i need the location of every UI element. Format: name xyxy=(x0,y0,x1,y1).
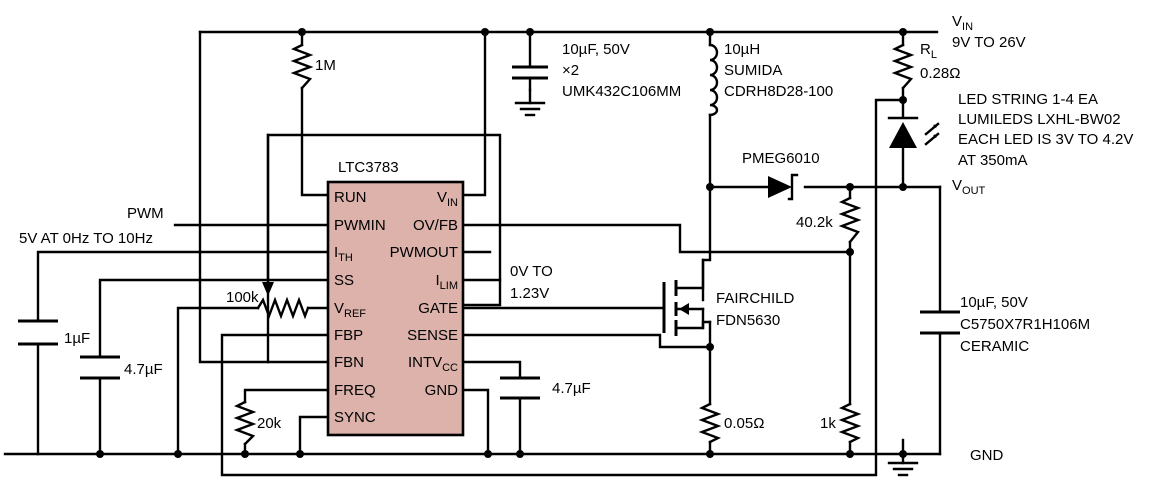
inductor xyxy=(708,43,719,117)
label-vin-range: 9V TO 26V xyxy=(952,34,1026,51)
label-1uf: 1µF xyxy=(64,330,90,347)
label-gnd: GND xyxy=(970,447,1004,464)
label-rl-value: 0.28Ω xyxy=(920,65,960,82)
led-symbol xyxy=(887,116,940,148)
resistor-rl xyxy=(891,43,915,90)
capacitor-4-7uf-intvcc xyxy=(500,376,540,400)
ic-pins-right: VIN OV/FB PWMOUT ILIM GATE SENSE INTVCC GND xyxy=(390,189,458,399)
ic-pin-right-2: PWMOUT xyxy=(390,244,458,261)
ic-pin-right-0: VIN xyxy=(437,189,458,209)
ic-pins-left: RUN PWMIN ITH SS VREF FBP FBN FREQ SYNC xyxy=(334,189,386,426)
potentiometer-100k xyxy=(256,133,310,320)
input-capacitor xyxy=(512,65,548,92)
label-40-2k: 40.2k xyxy=(796,214,833,231)
label-diode: PMEG6010 xyxy=(742,150,820,167)
output-capacitor xyxy=(920,310,960,335)
label-pwm-spec: 5V AT 0Hz TO 10Hz xyxy=(19,230,153,247)
label-led-1: LED STRING 1-4 EA xyxy=(958,91,1098,108)
label-vout: VOUT xyxy=(952,177,986,197)
capacitor-1uf xyxy=(18,319,58,346)
label-cout-1: 10µF, 50V xyxy=(960,294,1028,311)
label-1k: 1k xyxy=(820,415,836,432)
ic-pin-right-7: GND xyxy=(425,382,459,399)
ic-pin-left-1: PWMIN xyxy=(334,217,386,234)
label-0-05-ohm: 0.05Ω xyxy=(724,415,764,432)
label-cin-2: ×2 xyxy=(562,62,579,79)
label-inductor-1: 10µH xyxy=(724,41,760,58)
label-inductor-3: CDRH8D28-100 xyxy=(724,83,833,100)
ic-pin-left-0: RUN xyxy=(334,189,367,206)
ic-body xyxy=(326,180,465,437)
label-cin-1: 10µF, 50V xyxy=(562,41,630,58)
ic-pin-right-3: ILIM xyxy=(435,272,458,292)
label-vin: VIN xyxy=(952,13,973,33)
resistor-20k xyxy=(233,400,257,446)
label-cin-3: UMK432C106MM xyxy=(562,83,681,100)
label-cout-3: CERAMIC xyxy=(960,338,1029,355)
ground-symbol-main xyxy=(887,461,919,477)
label-pwm: PWM xyxy=(127,205,164,222)
ic-pin-right-5: SENSE xyxy=(407,327,458,344)
ic-pin-right-4: GATE xyxy=(418,300,458,317)
ic-pin-right-6: INTVCC xyxy=(408,354,458,374)
label-led-2: LUMILEDS LXHL-BW02 xyxy=(958,111,1121,128)
ic-pin-right-1: OV/FB xyxy=(413,217,458,234)
resistor-40-2k xyxy=(838,196,862,244)
mosfet-fdn5630 xyxy=(662,258,712,336)
ic-pin-left-5: FBP xyxy=(334,327,363,344)
label-4-7uf-ss: 4.7µF xyxy=(124,361,163,378)
resistor-1m xyxy=(290,43,314,90)
label-20k: 20k xyxy=(257,415,282,432)
label-cout-2: C5750X7R1H106M xyxy=(960,316,1090,333)
ic-pin-left-3: SS xyxy=(334,272,354,289)
ic-pin-left-8: SYNC xyxy=(334,409,376,426)
label-1m: 1M xyxy=(315,57,336,74)
label-ilim-2: 1.23V xyxy=(510,285,549,302)
resistor-1k xyxy=(838,402,862,444)
label-inductor-2: SUMIDA xyxy=(724,62,782,79)
label-fet-1: FAIRCHILD xyxy=(716,290,795,307)
label-led-3: EACH LED IS 3V TO 4.2V xyxy=(958,131,1133,148)
label-ilim-1: 0V TO xyxy=(510,263,553,280)
label-fet-2: FDN5630 xyxy=(716,312,780,329)
ic-pin-left-6: FBN xyxy=(334,354,364,371)
schottky-diode xyxy=(768,173,799,201)
ic-pin-left-7: FREQ xyxy=(334,382,376,399)
ic-name: LTC3783 xyxy=(338,159,399,176)
label-100k: 100k xyxy=(226,289,259,306)
label-4-7uf-intvcc: 4.7µF xyxy=(552,380,591,397)
ic-pin-left-2: ITH xyxy=(334,244,353,264)
resistor-sense xyxy=(698,402,722,444)
ic-pin-left-4: VREF xyxy=(334,300,366,320)
ground-symbol-cin xyxy=(514,101,546,117)
label-led-4: AT 350mA xyxy=(958,152,1027,169)
junction-dots xyxy=(96,28,907,458)
capacitor-4-7uf-ss xyxy=(80,355,120,380)
label-rl: RL xyxy=(920,41,937,61)
